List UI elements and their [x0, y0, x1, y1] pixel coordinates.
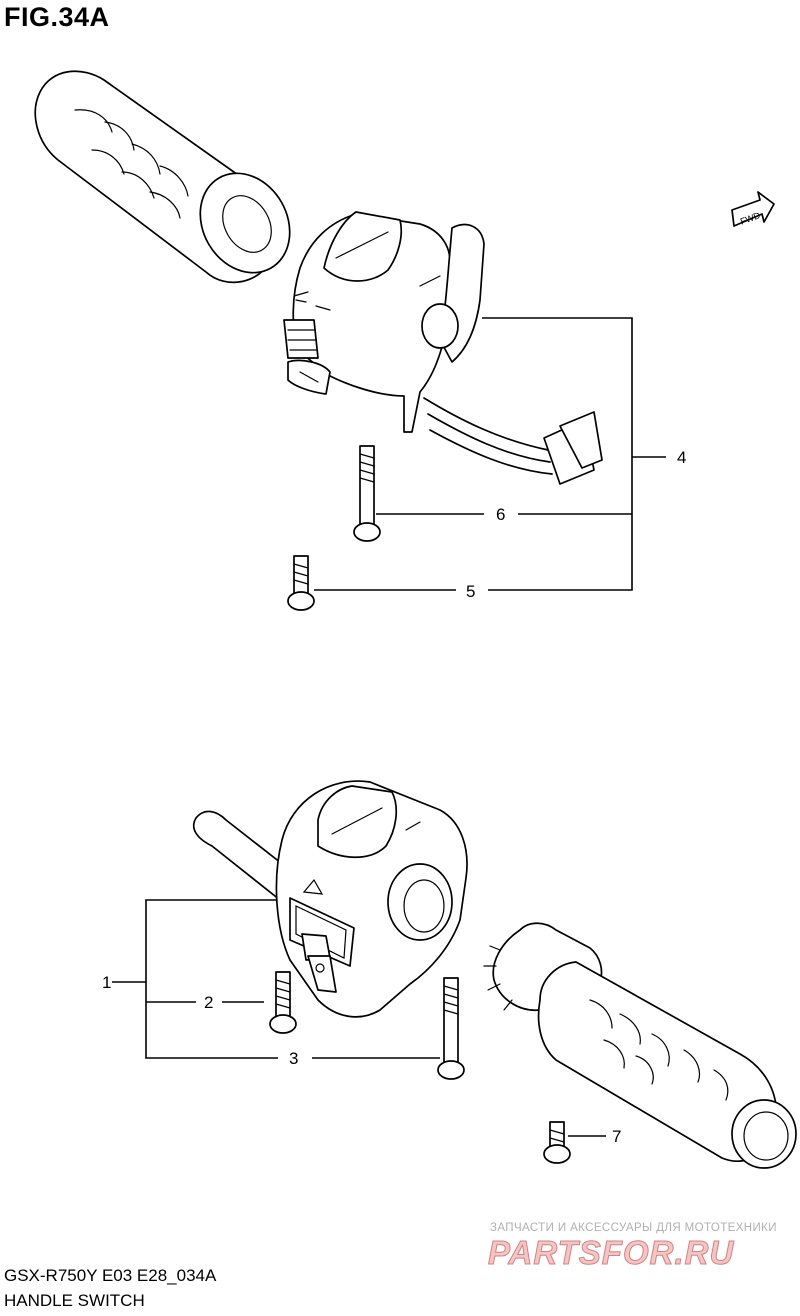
left-grip-upper [34, 70, 291, 284]
callout-4: 4 [677, 448, 686, 467]
right-grip-lower [483, 922, 797, 1169]
leader-lines-lower [112, 899, 440, 1059]
callout-3: 3 [289, 1049, 298, 1068]
model-code: GSX-R750Y E03 E28_034A [4, 1266, 217, 1285]
callout-7: 7 [612, 1127, 621, 1146]
section-name: HANDLE SWITCH [4, 1291, 145, 1310]
right-handle-switch-upper [283, 211, 603, 485]
screw-2-short [269, 971, 297, 1034]
callout-5: 5 [466, 582, 475, 601]
callout-2: 2 [204, 993, 213, 1012]
screw-6-long [353, 445, 381, 542]
left-handle-switch-lower [192, 780, 468, 1018]
screw-3-long [437, 977, 465, 1080]
watermark-tagline: ЗАПЧАСТИ И АКСЕССУАРЫ ДЛЯ МОТОТЕХНИКИ [490, 1222, 777, 1234]
callout-6: 6 [496, 505, 505, 524]
watermark-brand[interactable]: PARTSFOR.RU [487, 1234, 735, 1272]
leader-lines-upper [314, 317, 666, 591]
screw-5-short [287, 555, 315, 611]
figure-title: FIG.34A [4, 2, 110, 32]
screw-7-short [543, 1121, 606, 1164]
forward-arrow-icon: FWD [731, 191, 775, 227]
callout-1: 1 [102, 973, 111, 992]
